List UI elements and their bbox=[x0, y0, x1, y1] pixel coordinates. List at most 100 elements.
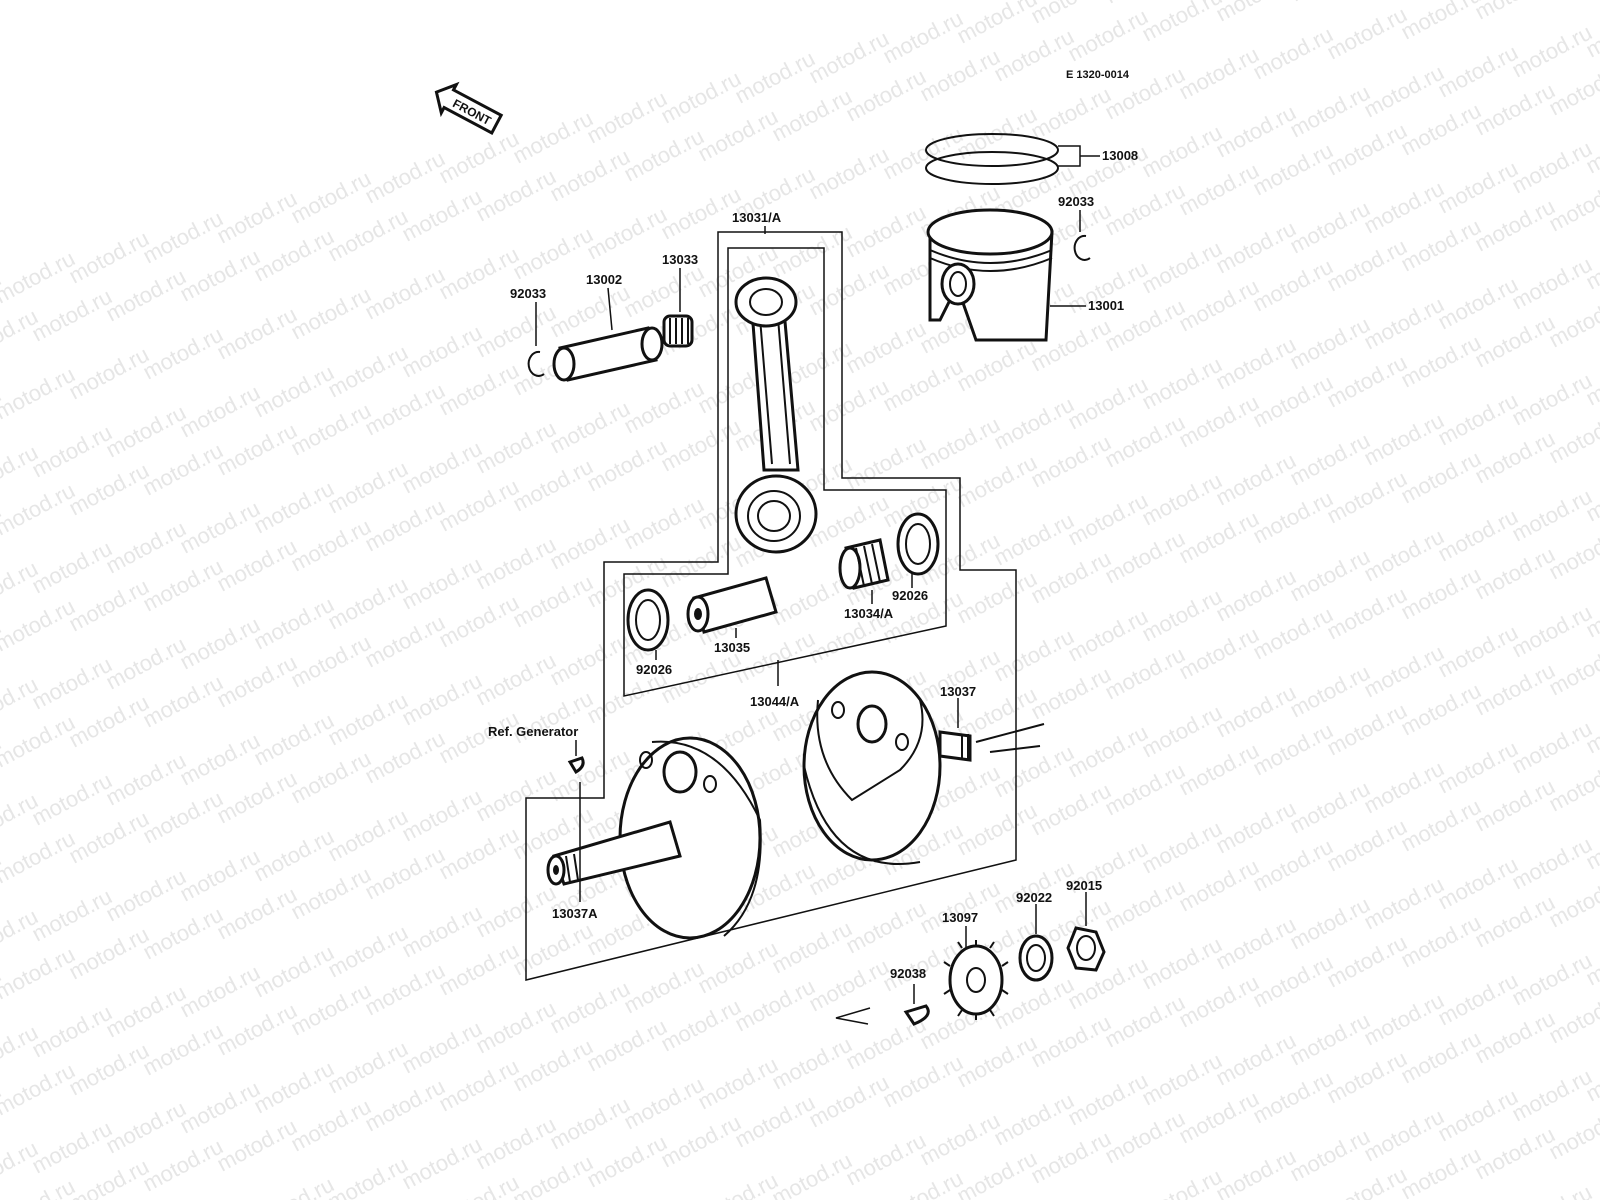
watermark-text: motod.ru bbox=[546, 1092, 634, 1155]
watermark-text: motod.ru bbox=[879, 6, 967, 69]
watermark-text: motod.ru bbox=[472, 532, 560, 595]
watermark-text: motod.ru bbox=[361, 958, 449, 1021]
watermark-text: motod.ru bbox=[768, 1148, 856, 1200]
watermark-text: motod.ru bbox=[1434, 968, 1522, 1031]
watermark-text: motod.ru bbox=[1212, 0, 1300, 26]
watermark-text: motod.ru bbox=[398, 436, 486, 499]
watermark-text: motod.ru bbox=[842, 432, 930, 495]
watermark-text: motod.ru bbox=[28, 420, 116, 483]
watermark-text: motod.ru bbox=[1027, 778, 1115, 841]
watermark-text: motod.ru bbox=[435, 938, 523, 1001]
watermark-text: motod.ru bbox=[1471, 1006, 1559, 1069]
watermark-text: motod.ru bbox=[65, 690, 153, 753]
watermark-text: motod.ru bbox=[805, 26, 893, 89]
watermark-text: motod.ru bbox=[1397, 678, 1485, 741]
assembly-direction-mark bbox=[835, 1007, 871, 1025]
watermark-text: motod.ru bbox=[1323, 930, 1411, 993]
big-end-needle-bearing bbox=[838, 538, 890, 590]
watermark-text: motod.ru bbox=[620, 492, 708, 555]
watermark-text: motod.ru bbox=[1249, 138, 1337, 201]
watermark-text: motod.ru bbox=[472, 880, 560, 943]
watermark-text: motod.ru bbox=[398, 668, 486, 731]
watermark-text: motod.ru bbox=[990, 24, 1078, 87]
label-92026-right: 92026 bbox=[892, 588, 928, 603]
piston-rings bbox=[925, 133, 1059, 185]
watermark-text: motod.ru bbox=[1397, 330, 1485, 393]
label-ref-generator: Ref. Generator bbox=[488, 724, 578, 739]
watermark-text: motod.ru bbox=[583, 202, 671, 265]
watermark-text: motod.ru bbox=[1323, 814, 1411, 877]
watermark-text: motod.ru bbox=[1508, 832, 1596, 895]
watermark-text: motod.ru bbox=[1508, 716, 1596, 779]
watermark-text: motod.ru bbox=[1101, 874, 1189, 937]
watermark-text: motod.ru bbox=[731, 46, 819, 109]
watermark-text: motod.ru bbox=[1175, 1086, 1263, 1149]
watermark-text: motod.ru bbox=[1212, 1144, 1300, 1200]
watermark-text: motod.ru bbox=[1286, 660, 1374, 723]
watermark-text: motod.ru bbox=[472, 1112, 560, 1175]
watermark-text: motod.ru bbox=[1397, 562, 1485, 625]
watermark-text: motod.ru bbox=[139, 670, 227, 733]
watermark-text: motod.ru bbox=[1286, 428, 1374, 491]
watermark-text: motod.ru bbox=[1101, 758, 1189, 821]
watermark-text: motod.ru bbox=[287, 514, 375, 577]
watermark-text: motod.ru bbox=[1508, 1064, 1596, 1127]
watermark-text: motod.ru bbox=[879, 122, 967, 185]
watermark-text: motod.ru bbox=[768, 220, 856, 283]
watermark-text: motod.ru bbox=[1360, 176, 1448, 239]
watermark-text: motod.ru bbox=[435, 822, 523, 885]
watermark-text: motod.ru bbox=[176, 244, 264, 307]
watermark-text: motod.ru bbox=[1360, 524, 1448, 587]
watermark-text: motod.ru bbox=[546, 628, 634, 691]
watermark-text: motod.ru bbox=[1434, 156, 1522, 219]
watermark-text: motod.ru bbox=[1286, 0, 1374, 6]
watermark-text: motod.ru bbox=[250, 708, 338, 771]
watermark-text: motod.ru bbox=[324, 456, 412, 519]
watermark-text: motod.ru bbox=[1175, 158, 1263, 221]
watermark-text: motod.ru bbox=[213, 766, 301, 829]
front-arrow-icon: FRONT bbox=[434, 81, 504, 135]
watermark-text: motod.ru bbox=[65, 458, 153, 521]
watermark-text: motod.ru bbox=[916, 412, 1004, 475]
watermark-text: motod.ru bbox=[28, 536, 116, 599]
watermark-text: motod.ru bbox=[398, 1016, 486, 1079]
watermark-text: motod.ru bbox=[472, 764, 560, 827]
watermark-text: motod.ru bbox=[1323, 698, 1411, 761]
watermark-text: motod.ru bbox=[1286, 892, 1374, 955]
watermark-text: motod.ru bbox=[176, 380, 264, 443]
watermark-text: motod.ru bbox=[250, 940, 338, 1003]
watermark-text: motod.ru bbox=[176, 1076, 264, 1139]
watermark-text: motod.ru bbox=[102, 400, 190, 463]
watermark-text: motod.ru bbox=[1249, 370, 1337, 433]
watermark-text: motod.ru bbox=[0, 478, 79, 541]
watermark-text: motod.ru bbox=[324, 688, 412, 751]
watermark-text: motod.ru bbox=[1138, 468, 1226, 531]
watermark-text: motod.ru bbox=[1323, 466, 1411, 529]
label-13008: 13008 bbox=[1102, 148, 1138, 163]
lock-washer bbox=[1018, 934, 1054, 982]
watermark-text: motod.ru bbox=[65, 1038, 153, 1101]
watermark-text: motod.ru bbox=[1434, 504, 1522, 567]
watermark-text: motod.ru bbox=[620, 260, 708, 323]
watermark-text: motod.ru bbox=[398, 784, 486, 847]
watermark-text: motod.ru bbox=[1508, 1180, 1596, 1200]
watermark-text: motod.ru bbox=[1360, 640, 1448, 703]
connecting-rod-group-outline bbox=[623, 247, 947, 697]
watermark-text: motod.ru bbox=[1286, 196, 1374, 259]
watermark-text: motod.ru bbox=[1249, 254, 1337, 317]
watermark-text: motod.ru bbox=[694, 104, 782, 167]
watermark-text: motod.ru bbox=[1397, 214, 1485, 277]
watermark-text: motod.ru bbox=[28, 1000, 116, 1063]
thrust-washer-right bbox=[896, 512, 940, 576]
watermark-text: motod.ru bbox=[139, 786, 227, 849]
watermark-text: motod.ru bbox=[324, 572, 412, 635]
watermark-text: motod.ru bbox=[435, 1054, 523, 1117]
watermark-text: motod.ru bbox=[361, 726, 449, 789]
watermark-text: motod.ru bbox=[1138, 584, 1226, 647]
watermark-text: motod.ru bbox=[1249, 602, 1337, 665]
watermark-text: motod.ru bbox=[1064, 1068, 1152, 1131]
watermark-text: motod.ru bbox=[1508, 600, 1596, 663]
watermark-text: motod.ru bbox=[472, 164, 560, 227]
